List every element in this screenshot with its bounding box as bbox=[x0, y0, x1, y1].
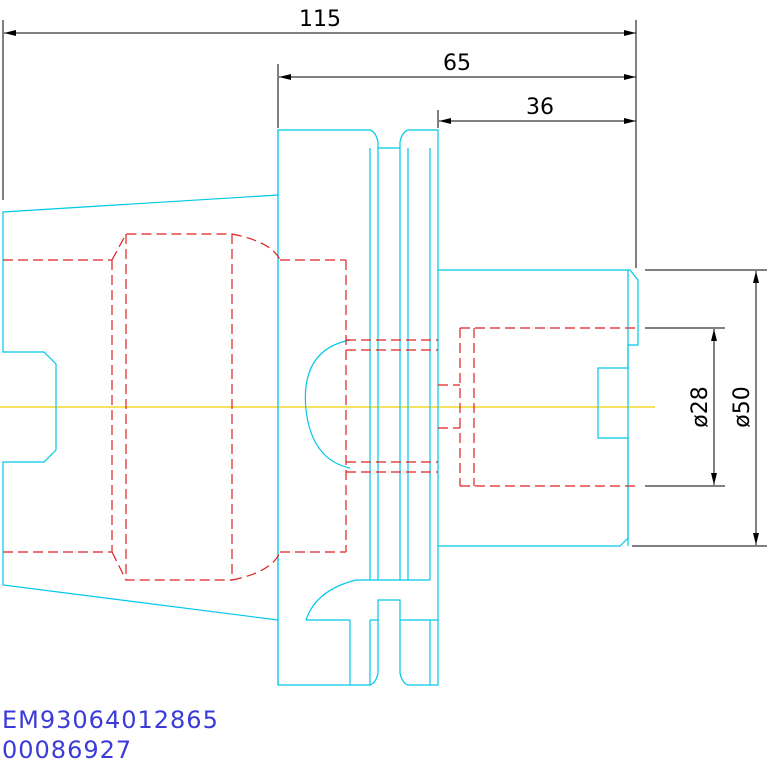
dim-65-label: 65 bbox=[443, 51, 471, 76]
dim-36-label: 36 bbox=[526, 95, 554, 120]
dim-115-label: 115 bbox=[299, 7, 341, 32]
part-code-line2: 00086927 bbox=[2, 736, 132, 764]
part-code-line1: EM93064012865 bbox=[2, 706, 219, 734]
dim-50-label: ø50 bbox=[730, 386, 755, 427]
dimension-lines bbox=[2, 20, 767, 547]
dim-28-label: ø28 bbox=[688, 386, 713, 427]
part-outline bbox=[2, 129, 639, 686]
hidden-lines bbox=[3, 233, 638, 581]
